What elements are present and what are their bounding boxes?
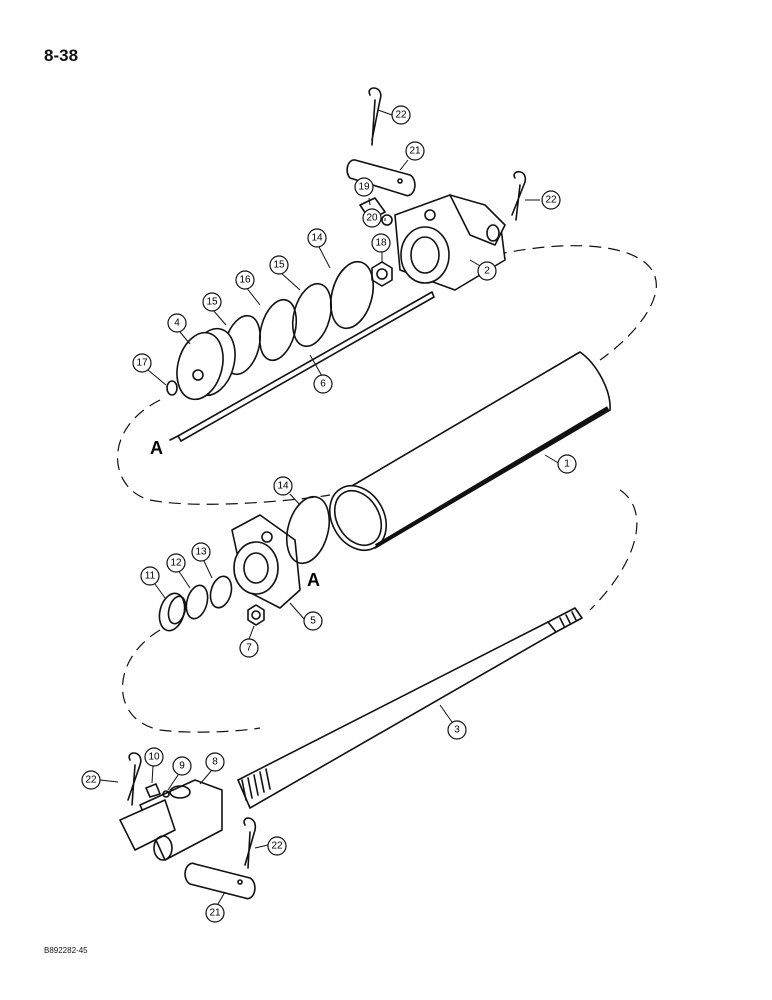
dashed-guide-upper: [116, 245, 657, 505]
base-end-part: [231, 514, 301, 609]
seal-16-top: [258, 298, 298, 362]
svg-text:11: 11: [145, 571, 156, 582]
callout-1: 1: [557, 454, 577, 474]
svg-text:14: 14: [311, 233, 323, 244]
callout-15-a: 15: [269, 255, 289, 275]
reference-label-a-middle: A: [307, 570, 320, 590]
callout-14-b: 14: [273, 476, 293, 496]
callout-15-b: 15: [202, 292, 222, 312]
tie-rod-part: [169, 291, 435, 442]
callout-14-a: 14: [307, 228, 327, 248]
page-number: 8-38: [44, 46, 79, 65]
svg-text:8: 8: [212, 757, 218, 768]
svg-text:9: 9: [179, 761, 185, 772]
svg-text:12: 12: [170, 558, 182, 569]
svg-text:2: 2: [484, 266, 490, 277]
svg-text:17: 17: [136, 358, 148, 369]
svg-text:10: 10: [148, 752, 160, 763]
svg-text:3: 3: [454, 725, 460, 736]
callout-2: 2: [477, 261, 497, 281]
hair-pin-clip-4: [243, 817, 257, 869]
svg-text:16: 16: [239, 275, 251, 286]
figure-code: B892282-45: [44, 946, 88, 955]
seal-15-top: [291, 282, 333, 348]
svg-text:15: 15: [206, 297, 218, 308]
svg-text:20: 20: [366, 213, 378, 224]
callout-9: 9: [172, 756, 192, 776]
callout-18: 18: [371, 233, 391, 253]
svg-text:21: 21: [209, 908, 221, 919]
callout-22-a: 22: [391, 105, 411, 125]
svg-text:22: 22: [545, 195, 557, 206]
svg-text:19: 19: [358, 182, 370, 193]
callout-5: 5: [303, 611, 323, 631]
hair-pin-clip-2: [511, 170, 527, 221]
svg-text:18: 18: [375, 238, 387, 249]
svg-text:15: 15: [273, 260, 285, 271]
callout-17: 17: [132, 353, 152, 373]
svg-text:4: 4: [174, 318, 180, 329]
callout-13: 13: [191, 542, 211, 562]
callout-20: 20: [362, 208, 382, 228]
callout-10: 10: [144, 747, 164, 767]
svg-text:7: 7: [246, 643, 252, 654]
callout-22-b: 22: [541, 190, 561, 210]
callout-4: 4: [167, 313, 187, 333]
callout-6: 6: [313, 374, 333, 394]
callout-11: 11: [140, 566, 160, 586]
svg-text:21: 21: [409, 146, 421, 157]
set-screw-10: [145, 783, 161, 798]
callout-7: 7: [239, 638, 259, 658]
seal-13: [209, 575, 233, 609]
svg-text:5: 5: [310, 616, 316, 627]
svg-text:22: 22: [395, 110, 407, 121]
svg-text:22: 22: [271, 841, 283, 852]
callout-8: 8: [205, 752, 225, 772]
callout-22-d: 22: [267, 836, 287, 856]
clevis-part: [119, 779, 223, 861]
svg-text:14: 14: [277, 481, 289, 492]
seal-14-lower: [285, 495, 331, 565]
callout-21-b: 21: [205, 903, 225, 923]
piston-part: [176, 327, 236, 401]
callout-21-a: 21: [405, 141, 425, 161]
cylinder-tube-part: [328, 351, 611, 551]
hair-pin-clip-1: [368, 87, 382, 146]
leader-lines: [99, 109, 561, 905]
svg-text:6: 6: [320, 379, 326, 390]
callout-16: 16: [235, 270, 255, 290]
oring-17: [166, 380, 178, 396]
svg-text:1: 1: [564, 459, 570, 470]
nut-top-part: [371, 261, 393, 287]
seal-14-top: [329, 260, 375, 330]
hair-pin-clip-3: [127, 752, 142, 806]
svg-text:22: 22: [85, 775, 97, 786]
pin-bottom-part: [184, 862, 256, 900]
head-end-part: [394, 194, 506, 291]
piston-rod-part: [237, 607, 583, 809]
pin-top-part: [346, 159, 416, 197]
callout-19: 19: [354, 177, 374, 197]
callout-22-c: 22: [81, 770, 101, 790]
nut-bottom-part: [247, 604, 265, 626]
callout-12: 12: [166, 553, 186, 573]
reference-label-a-top: A: [150, 438, 163, 458]
ball-9: [162, 790, 170, 798]
dashed-guide-lower: [121, 489, 638, 733]
wiper-11: [158, 592, 187, 632]
seal-12: [185, 584, 209, 620]
callout-3: 3: [447, 720, 467, 740]
svg-text:13: 13: [195, 547, 207, 558]
